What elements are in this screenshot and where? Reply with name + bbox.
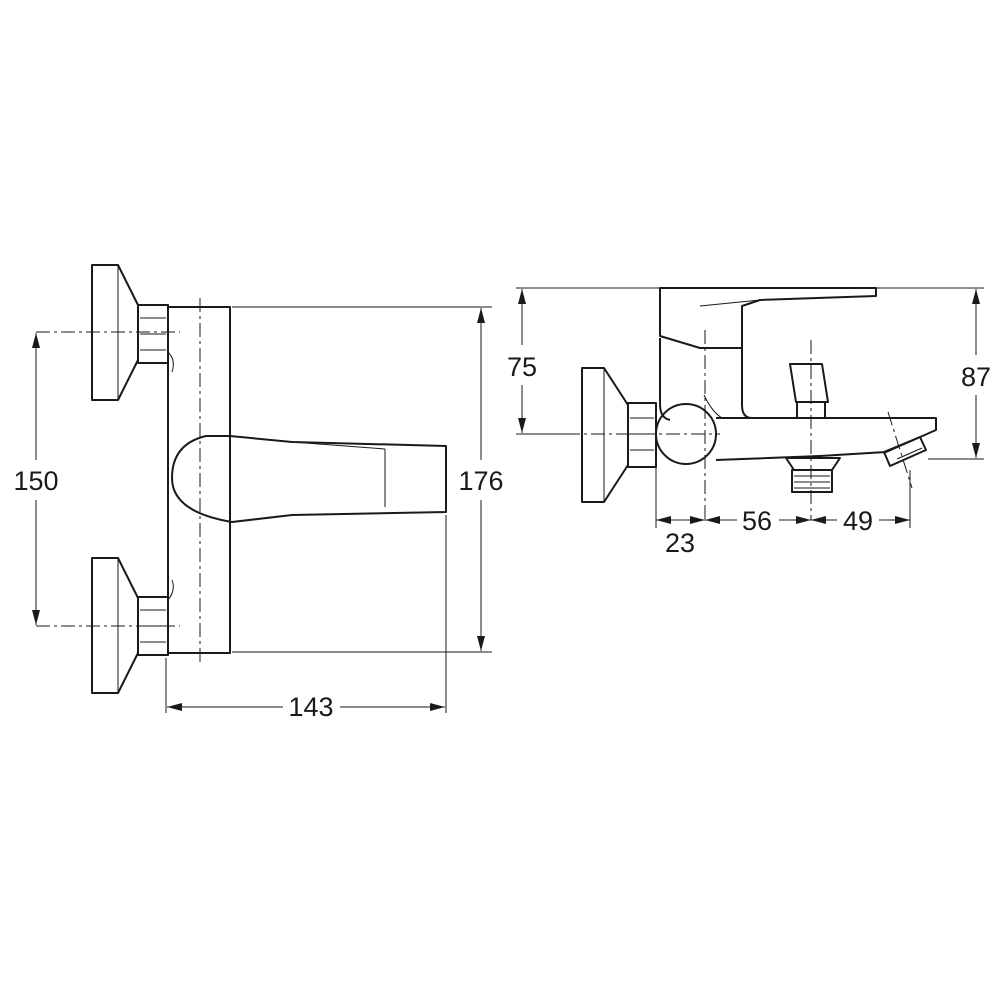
lever-handle-front [171, 435, 447, 523]
threaded-outlet [785, 457, 841, 493]
side-hex-nut [627, 402, 657, 468]
lever-handle-side [659, 287, 877, 349]
dimension-150: 150 [13, 333, 59, 625]
dim-56-label: 56 [742, 506, 772, 536]
side-body-spout [659, 338, 937, 461]
spout-aerator [883, 436, 927, 467]
dim-49-label: 49 [843, 506, 873, 536]
dim-150-label: 150 [13, 466, 58, 496]
dim-143-label: 143 [288, 692, 333, 722]
dim-75-label: 75 [507, 352, 537, 382]
side-view: 75 87 23 56 49 [507, 287, 991, 558]
mixer-body [167, 306, 231, 654]
dimension-87: 87 [876, 287, 991, 460]
dim-176-label: 176 [458, 466, 503, 496]
dim-87-label: 87 [961, 362, 991, 392]
side-wall-flange [581, 367, 629, 503]
dimension-176: 176 [232, 306, 504, 653]
dimension-143: 143 [165, 515, 447, 722]
front-view: 150 176 143 [13, 264, 504, 722]
top-hex-nut [137, 304, 169, 364]
dimension-75: 75 [507, 287, 660, 435]
diverter-knob [789, 363, 829, 419]
dim-23-label: 23 [665, 528, 695, 558]
dimension-chain: 23 56 49 [655, 462, 911, 558]
